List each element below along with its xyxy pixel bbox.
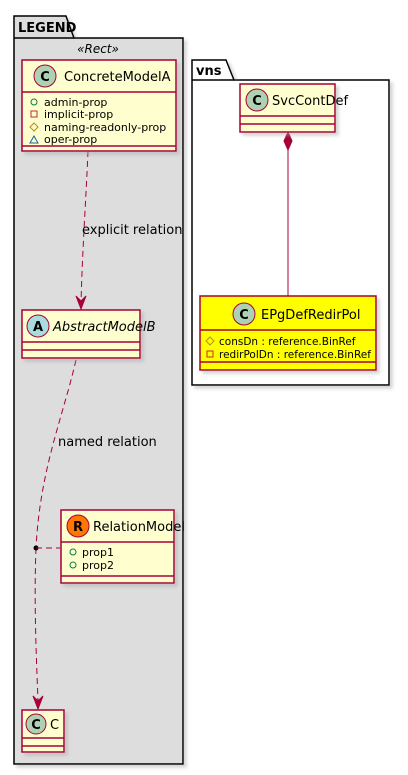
explicit-relation-edge: explicit relation <box>75 150 182 311</box>
class-name: EPgDefRedirPol <box>261 308 361 323</box>
class-kind-letter: R <box>73 520 83 535</box>
composition-edge <box>283 130 293 296</box>
class-c-icon <box>232 302 256 326</box>
class-name: ConcreteModelA <box>64 70 171 85</box>
legend-package-title: LEGEND <box>18 21 77 36</box>
class-kind-letter: C <box>252 94 262 109</box>
attribute-label: naming-readonly-prop <box>44 121 166 134</box>
attribute-label: admin-prop <box>44 96 107 109</box>
class-abstract-model-b[interactable]: A AbstractModelB <box>21 309 156 359</box>
protected-visibility-icon <box>29 122 39 132</box>
public-visibility-icon <box>69 561 77 569</box>
public-visibility-icon <box>69 548 77 556</box>
abstract-class-icon <box>26 314 50 338</box>
attribute-label: implicit-prop <box>44 108 113 121</box>
class-kind-letter: C <box>40 70 50 85</box>
class-relation-model[interactable]: R RelationModel prop1 prop2 <box>60 509 185 584</box>
protected-visibility-icon <box>205 336 215 346</box>
class-name: SvcContDef <box>272 94 348 109</box>
class-svc-cont-def[interactable]: C SvcContDef <box>239 83 348 133</box>
class-epg-def-redir-pol[interactable]: C EPgDefRedirPol consDn : reference.BinR… <box>199 295 377 371</box>
attribute-label: prop1 <box>82 546 114 559</box>
public-visibility-icon <box>30 98 38 106</box>
attribute-label: prop2 <box>82 559 114 572</box>
private-visibility-icon <box>206 350 214 358</box>
private-visibility-icon <box>30 110 38 118</box>
class-c-icon <box>245 88 269 112</box>
named-relation-edge: named relation <box>32 359 157 711</box>
class-kind-letter: A <box>33 320 43 335</box>
relation-class-icon <box>66 514 90 538</box>
named-relation-label: named relation <box>58 435 157 450</box>
attribute-label: redirPolDn : reference.BinRef <box>219 349 371 361</box>
explicit-relation-label: explicit relation <box>82 223 182 238</box>
class-name: C <box>50 718 59 733</box>
class-c[interactable]: C C <box>21 709 65 753</box>
class-name: AbstractModelB <box>52 320 156 335</box>
class-concrete-model-a[interactable]: C ConcreteModelA admin-prop implicit-pro… <box>21 59 177 152</box>
class-c-icon <box>33 64 57 88</box>
class-kind-letter: C <box>239 308 249 323</box>
legend-stereotype: «Rect» <box>77 42 119 56</box>
class-name: RelationModel <box>93 520 185 535</box>
attribute-label: consDn : reference.BinRef <box>219 336 356 348</box>
class-c-icon <box>25 713 47 735</box>
attribute-label: oper-prop <box>44 133 97 146</box>
class-kind-letter: C <box>31 718 41 733</box>
vns-package-title: vns <box>196 64 222 79</box>
package-visibility-icon <box>29 134 39 144</box>
